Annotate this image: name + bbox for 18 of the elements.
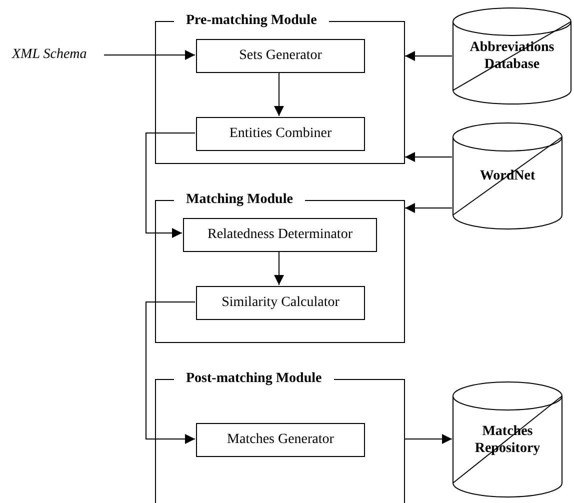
arrow [404,51,452,61]
arrow [404,203,452,213]
process-box: Similarity Calculator [196,286,365,320]
arrow [404,152,452,162]
arrow [104,50,196,60]
arrow [274,250,284,286]
input-label: XML Schema [12,44,104,66]
arrow [146,132,196,238]
module-title: Post-matching Module [174,370,334,388]
process-box: Sets Generator [196,39,365,73]
arrow [404,434,452,444]
module-title: Matching Module [174,191,305,209]
module-title: Pre-matching Module [174,12,329,30]
arrow [274,72,284,116]
arrow [146,302,196,444]
process-box: Entities Combiner [196,117,365,151]
process-box: Relatedness Determinator [183,218,377,252]
process-box: Matches Generator [196,423,365,457]
